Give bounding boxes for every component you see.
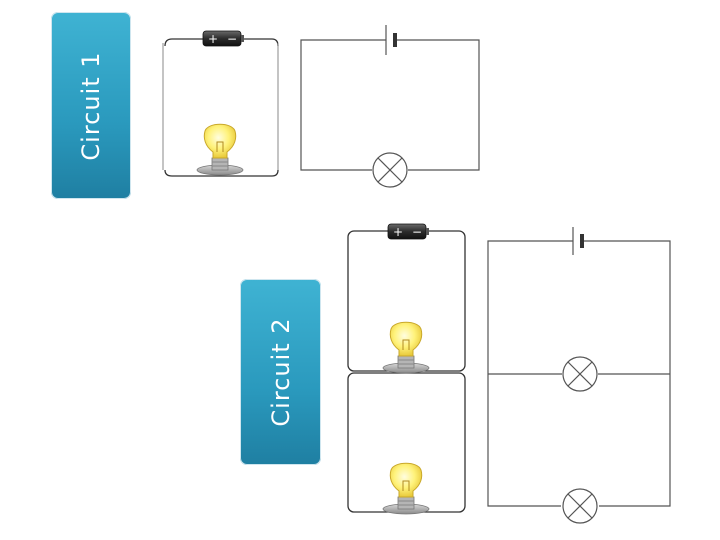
circuit-1-wire-bottom (164, 169, 279, 177)
circuit-2-physical (347, 223, 466, 515)
circuit-2-bulb-lower-icon (382, 462, 430, 515)
circuit-1-battery-plus: + (208, 32, 218, 46)
circuit-1-bulb-icon (196, 123, 244, 176)
circuit-2-bulb-upper-icon (382, 321, 430, 374)
circuit-1-physical (162, 30, 279, 177)
circuit-2-label-tab: Circuit 2 (240, 279, 321, 465)
circuit-2-schematic (487, 227, 671, 524)
circuit-2-battery-minus: − (412, 225, 422, 239)
circuit-1-schematic (300, 25, 480, 188)
circuit-1-battery-minus: − (227, 32, 237, 46)
circuit-2-battery-plus: + (393, 225, 403, 239)
circuit-1-label-tab: Circuit 1 (51, 12, 131, 199)
